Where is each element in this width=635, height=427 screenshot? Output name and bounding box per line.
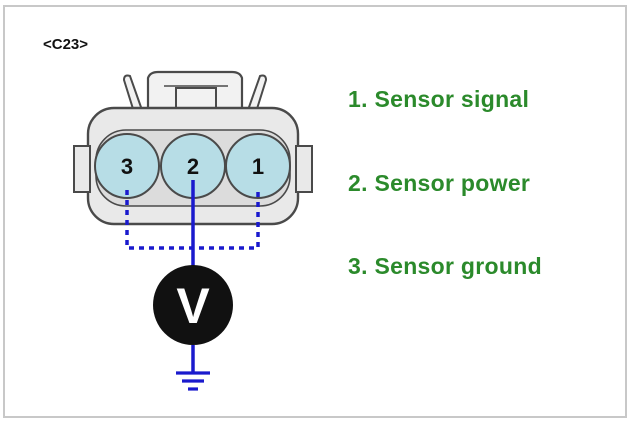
ground-symbol-icon xyxy=(176,371,210,391)
voltmeter-label: V xyxy=(176,278,210,334)
legend-item-sensor-ground: 3. Sensor ground xyxy=(348,253,542,279)
voltmeter-icon: V xyxy=(153,265,233,345)
pin-3-label: 3 xyxy=(121,154,133,179)
legend-item-sensor-signal: 1. Sensor signal xyxy=(348,86,530,112)
legend-item-sensor-power: 2. Sensor power xyxy=(348,170,531,196)
pin-1: 1 xyxy=(225,133,291,199)
pin-3: 3 xyxy=(94,133,160,199)
pin-1-label: 1 xyxy=(252,154,264,179)
pin-2-label: 2 xyxy=(187,154,199,179)
connector-id-label: <C23> xyxy=(43,36,89,53)
